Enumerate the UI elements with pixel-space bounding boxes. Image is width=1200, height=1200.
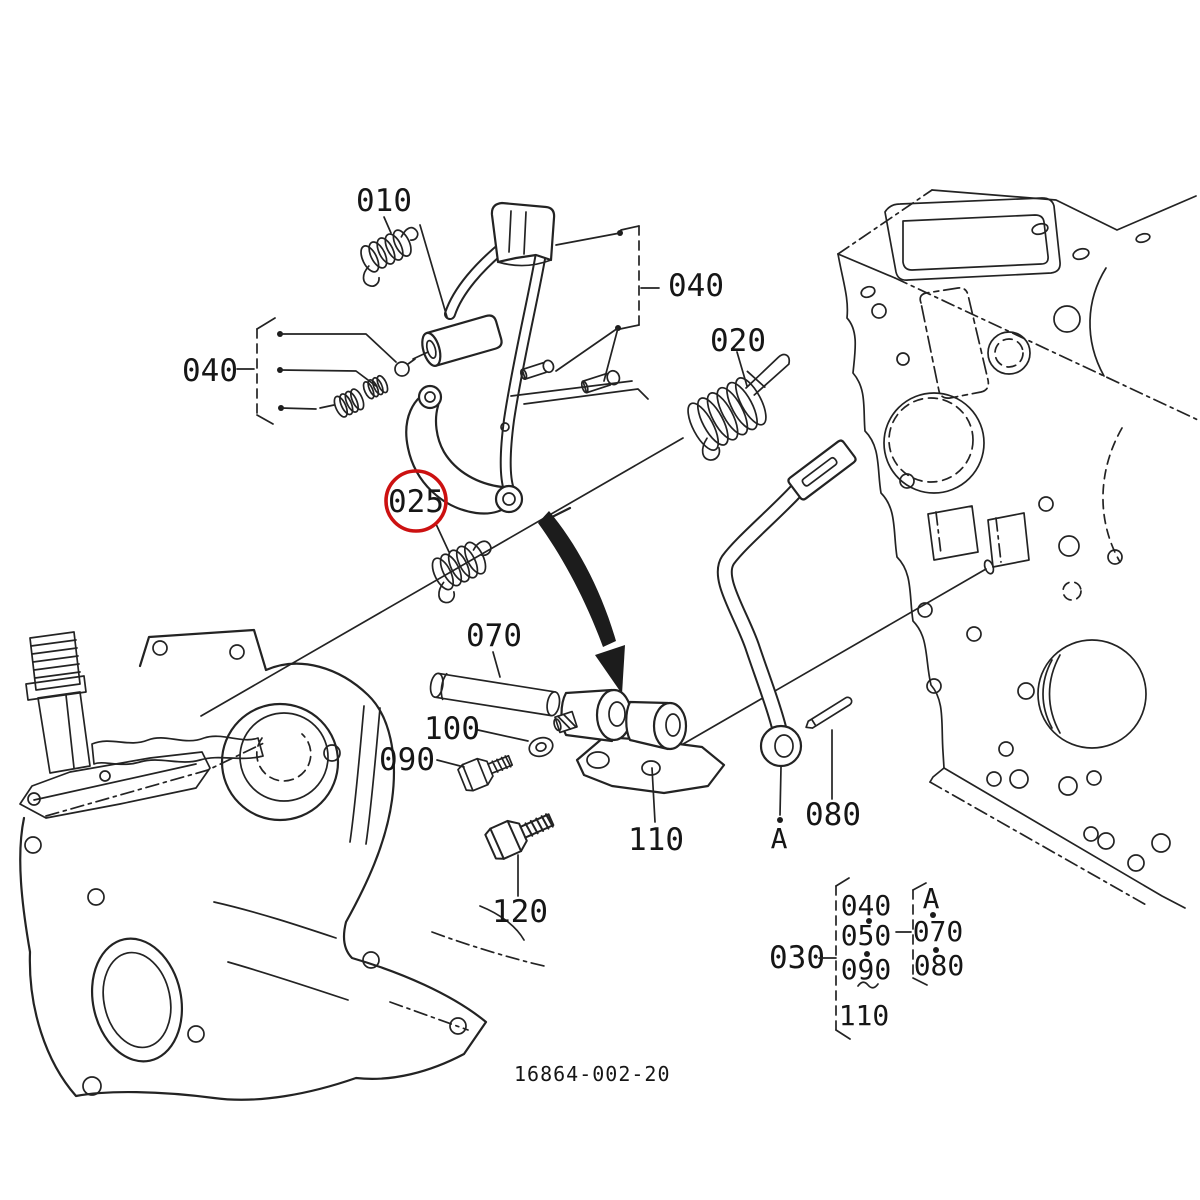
mount-plate-edge: [510, 380, 649, 405]
legend-item-050: 050: [841, 919, 892, 952]
leader-070: [492, 651, 501, 678]
callout-070: 070: [466, 618, 522, 654]
legend-item-080: 080: [914, 949, 965, 982]
legend-item-040: 040: [841, 889, 892, 922]
callout-100: 100: [424, 711, 480, 747]
bracket-040-right: [555, 225, 660, 382]
legend-item-A: A: [923, 882, 940, 915]
gear-case: [19, 628, 545, 1101]
bracket-040-left: [236, 317, 397, 425]
callout-090: 090: [379, 742, 435, 778]
legend-item-110: 110: [839, 999, 890, 1032]
washer-100: [528, 736, 554, 758]
leader-020: [736, 351, 748, 387]
bushing-bracket-110: [553, 688, 726, 795]
screws-040: [510, 359, 649, 405]
callout-020: 020: [710, 323, 766, 359]
leader-010-to-boss: [419, 224, 448, 318]
bolt-120: [484, 813, 555, 860]
callout-A: A: [771, 822, 788, 855]
bushing-right: [625, 700, 688, 751]
drawing-number: 16864-002-20: [514, 1062, 671, 1086]
spring-020: [687, 353, 791, 461]
leader-lines-long: [200, 437, 995, 763]
control-lever: [716, 439, 857, 768]
legend-item-070: 070: [913, 915, 964, 948]
callout-010: 010: [356, 183, 412, 219]
highlight-circle-025: [384, 469, 448, 533]
fork-clevis: [490, 201, 556, 264]
engine-block: [837, 189, 1199, 909]
spring-025: [431, 540, 492, 604]
bolt-090: [457, 754, 514, 792]
pin-080: [805, 696, 853, 729]
legend: 030 040 050 090 110 A 070 080: [769, 877, 965, 1040]
leader-A: [779, 766, 782, 816]
callout-110: 110: [628, 822, 684, 858]
callout-040-left: 040: [182, 353, 238, 389]
legend-group-label: 030: [769, 940, 825, 976]
oil-stud: [25, 631, 91, 774]
leader-090: [436, 759, 465, 768]
lever-pivot: [759, 724, 803, 768]
fork-lever-assembly: [405, 201, 556, 515]
leader-110: [651, 767, 656, 823]
fork-boss: [421, 314, 503, 367]
callout-080: 080: [805, 797, 861, 833]
direction-arrow: [538, 511, 625, 694]
callout-120: 120: [492, 894, 548, 930]
adjuster-parts-040: [333, 351, 429, 418]
callout-040-right: 040: [668, 268, 724, 304]
leader-025: [435, 523, 450, 553]
nut-100: [553, 710, 578, 734]
legend-item-090: 090: [841, 953, 892, 986]
dot-A: [777, 817, 783, 823]
spring-010: [360, 226, 419, 287]
leader-010: [383, 216, 392, 234]
callout-025: 025: [388, 484, 444, 520]
leader-100: [477, 729, 529, 742]
pin-070: [429, 672, 561, 717]
